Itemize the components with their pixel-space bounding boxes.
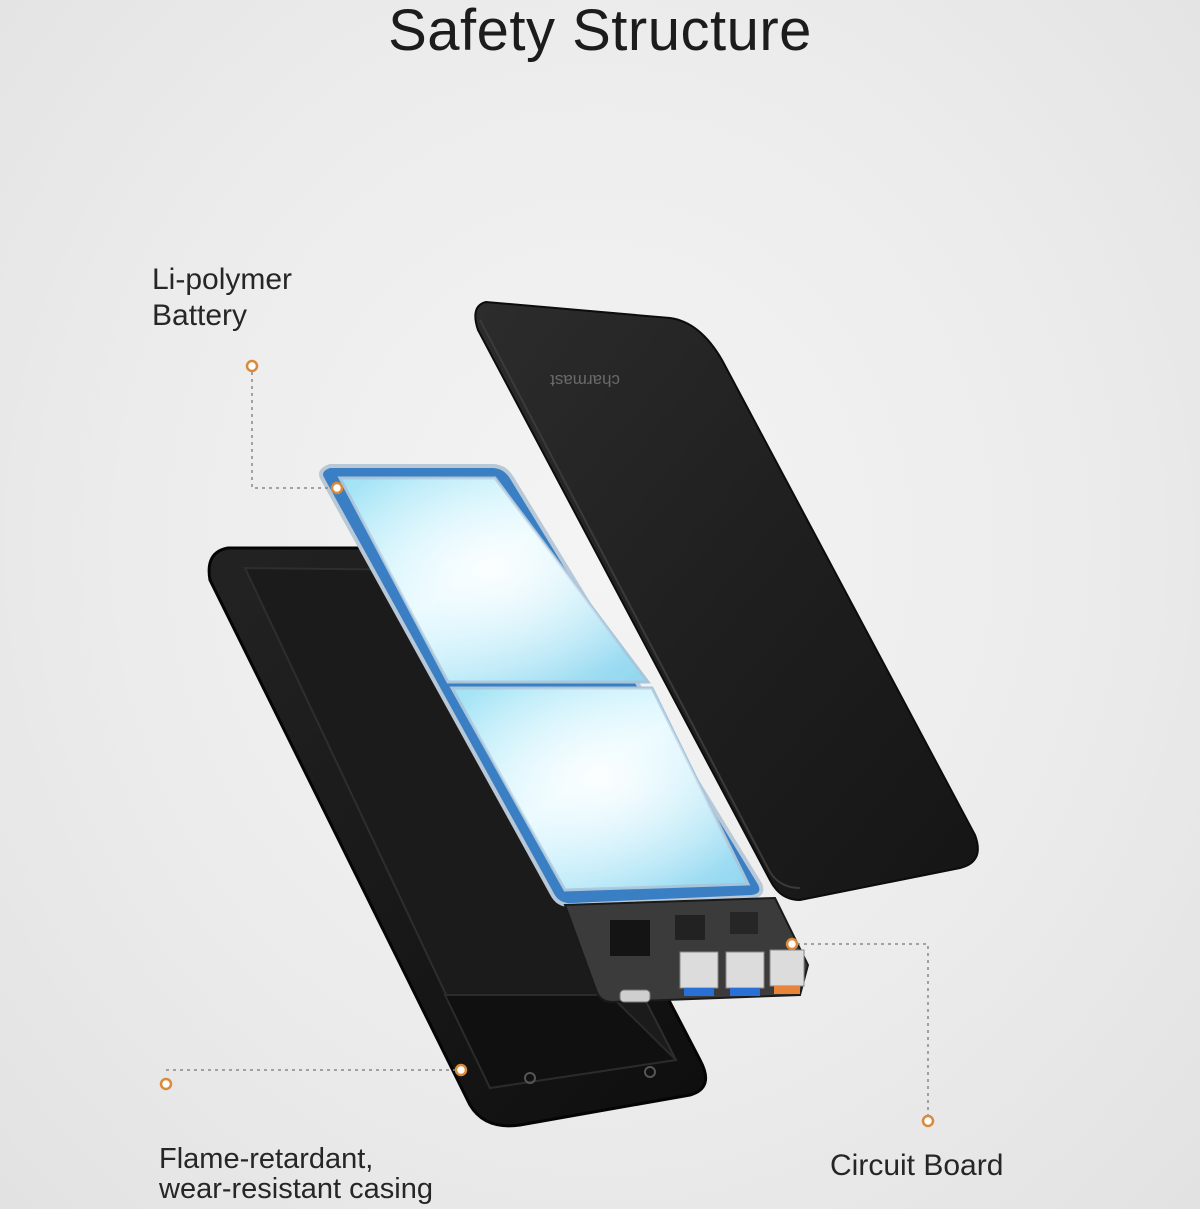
page-title: Safety Structure bbox=[388, 0, 812, 63]
casing-label-line2: wear-resistant casing bbox=[159, 1173, 433, 1205]
circuit-board bbox=[563, 896, 810, 1004]
battery-label: Li-polymer Battery bbox=[152, 262, 292, 334]
casing-callout-dot bbox=[159, 1077, 173, 1091]
circuit-board-label-line1: Circuit Board bbox=[830, 1149, 1004, 1182]
battery-label-line1: Li-polymer bbox=[152, 263, 293, 296]
top-cover: charmast bbox=[474, 300, 979, 902]
circuit-board-callout-dot bbox=[921, 1114, 935, 1128]
battery-anchor-dot bbox=[330, 481, 344, 495]
usb-port-2 bbox=[725, 951, 765, 996]
brand-logo-text: charmast bbox=[550, 371, 620, 390]
usb-port-1 bbox=[679, 951, 719, 996]
circuit-board-label: Circuit Board bbox=[830, 1148, 1003, 1184]
casing-label-line1: Flame-retardant, bbox=[159, 1143, 374, 1175]
circuit-board-anchor-dot bbox=[785, 937, 799, 951]
usb-port-3 bbox=[769, 949, 805, 994]
battery-pack bbox=[319, 464, 764, 908]
circuit-board-callout bbox=[797, 943, 929, 1115]
casing-anchor-dot bbox=[454, 1063, 468, 1077]
battery-label-line2: Battery bbox=[152, 299, 248, 332]
battery-callout-dot bbox=[245, 359, 259, 373]
battery-callout bbox=[251, 372, 330, 489]
casing-label: Flame-retardant, wear-resistant casing bbox=[159, 1144, 433, 1204]
